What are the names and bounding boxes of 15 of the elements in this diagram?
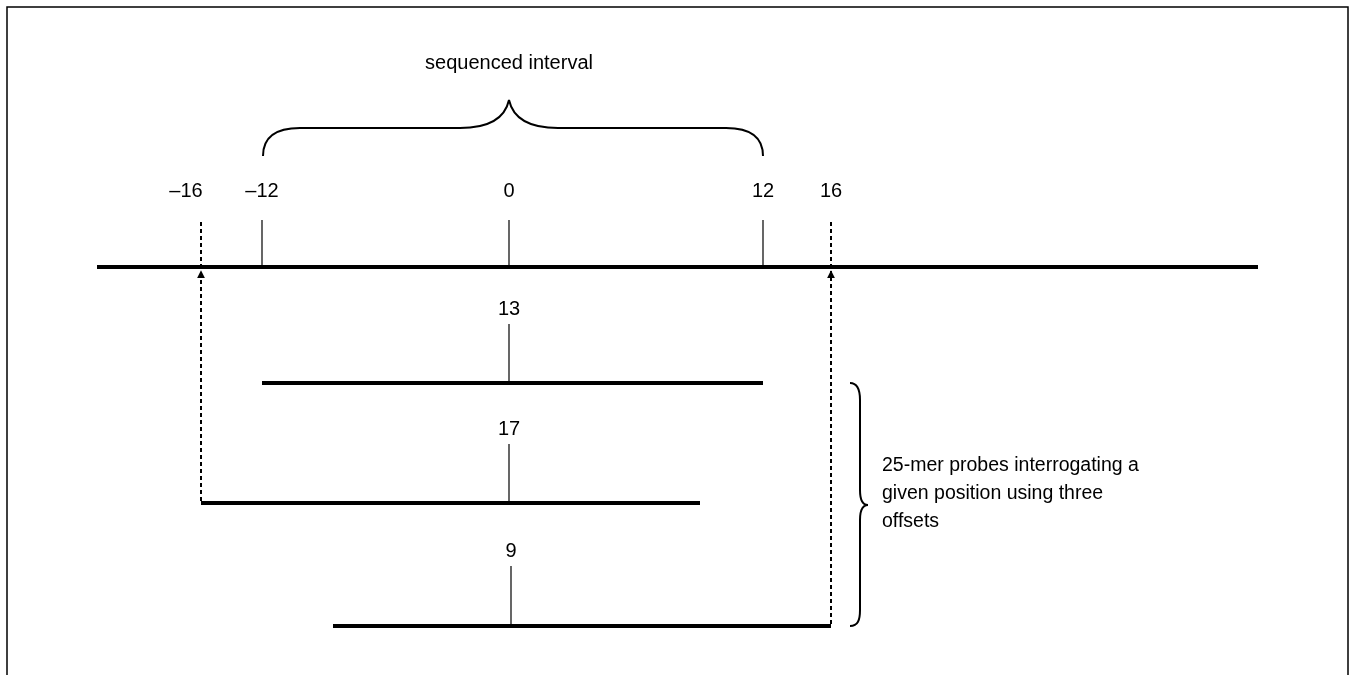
dashed-arrow bbox=[197, 270, 205, 502]
probe-label: 13 bbox=[497, 296, 521, 320]
dashed-arrow bbox=[827, 270, 835, 625]
brace-label: 25-mer probes interrogating a given position using three offsets bbox=[882, 452, 1140, 533]
tick-label: –16 bbox=[169, 178, 203, 202]
tick-label: 16 bbox=[819, 178, 843, 202]
tick-label: 12 bbox=[751, 178, 775, 202]
tick-line bbox=[510, 565, 512, 625]
tick-line bbox=[508, 323, 510, 382]
probe-label: 17 bbox=[497, 416, 521, 440]
brace-label: sequenced interval bbox=[425, 50, 593, 74]
tick-line bbox=[508, 443, 510, 502]
tick-label: 0 bbox=[503, 178, 515, 202]
tick-label: –12 bbox=[245, 178, 279, 202]
probe-label: 9 bbox=[505, 538, 517, 562]
